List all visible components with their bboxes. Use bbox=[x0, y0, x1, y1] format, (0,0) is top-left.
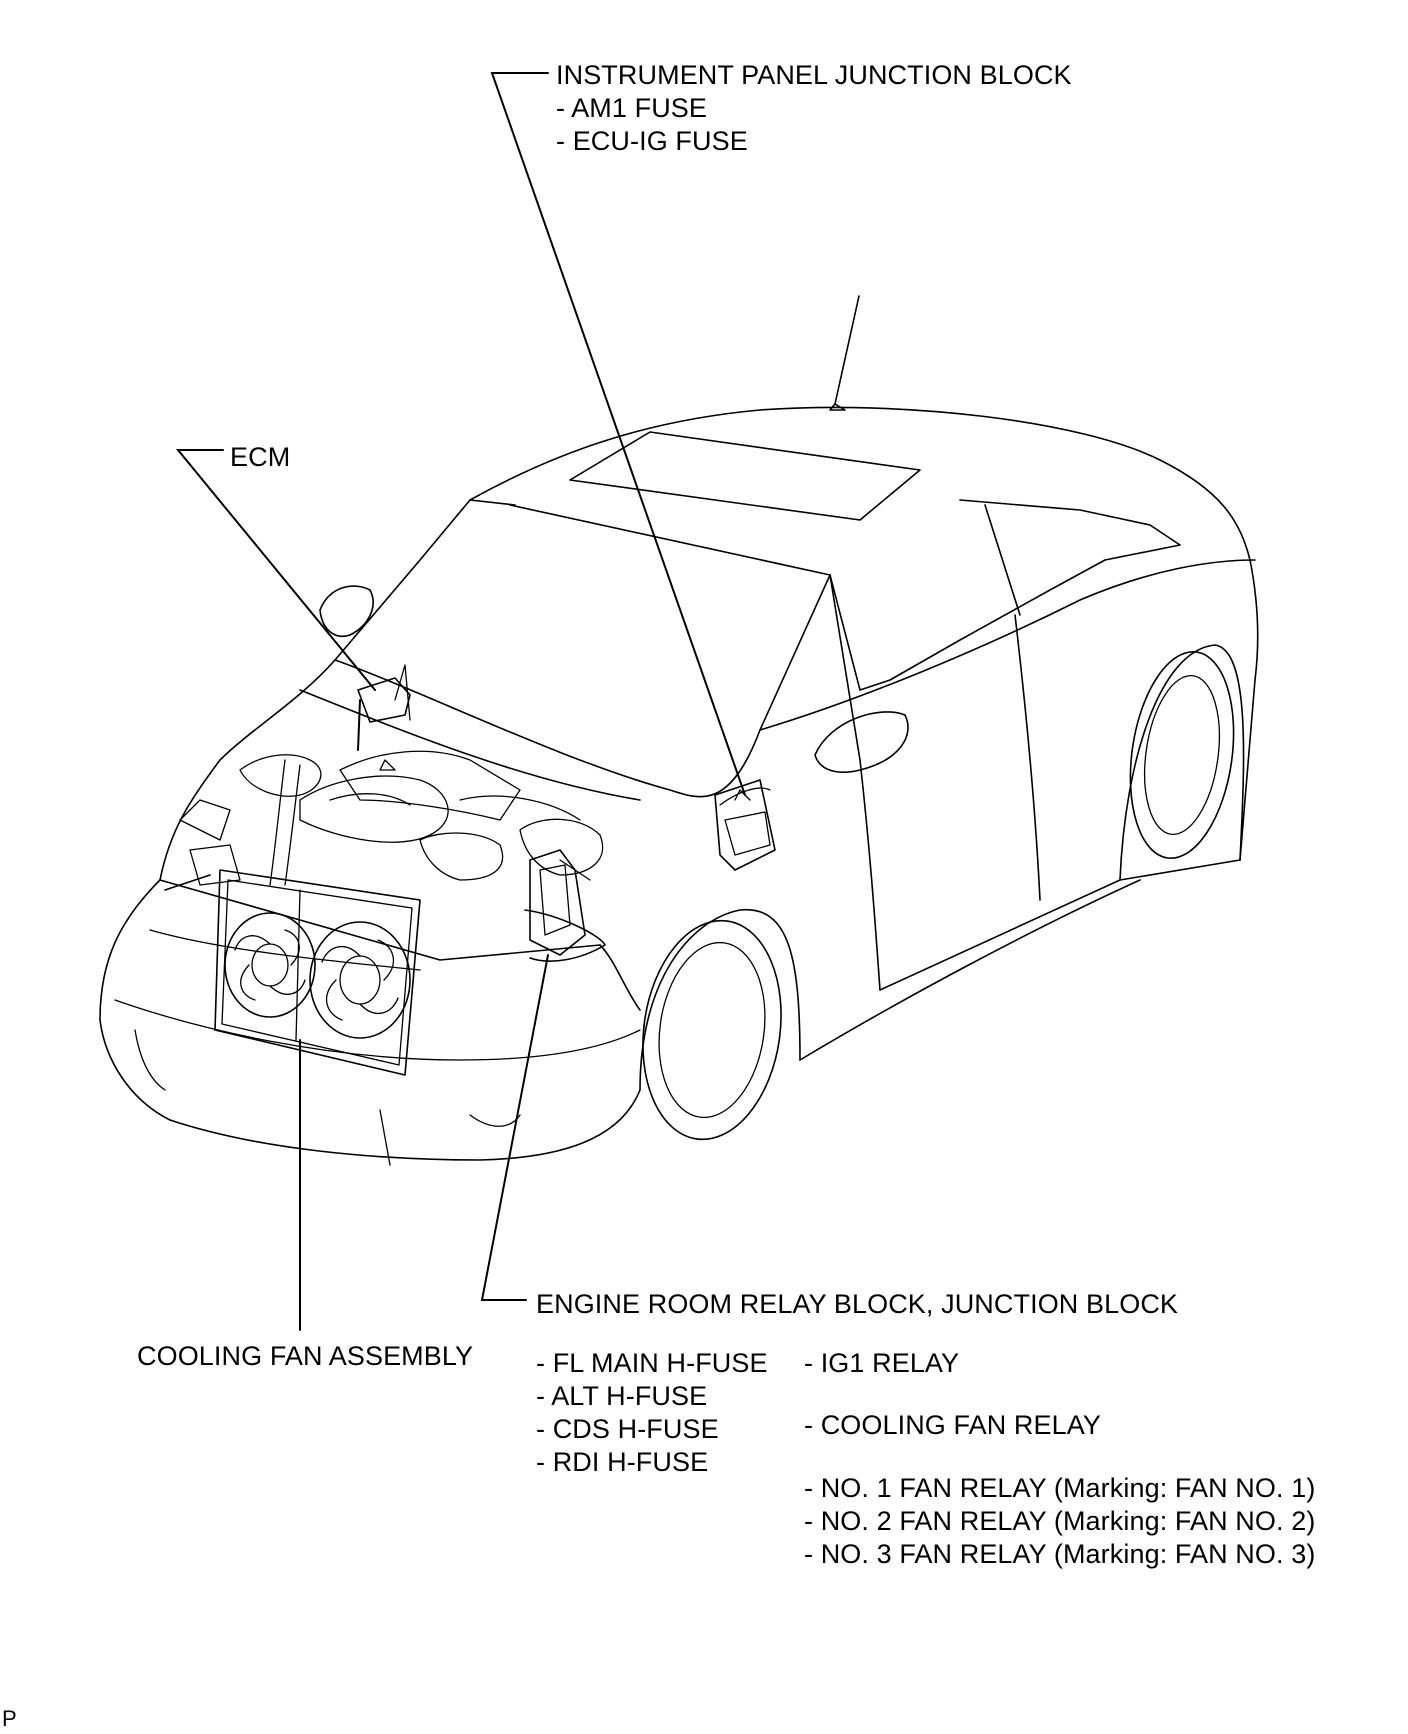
label-engine-room-relay-block: ENGINE ROOM RELAY BLOCK, JUNCTION BLOCK bbox=[536, 1289, 1179, 1319]
leader-ecm-drop bbox=[357, 699, 361, 751]
h-fuse-list: - FL MAIN H-FUSE - ALT H-FUSE - CDS H-FU… bbox=[536, 1347, 768, 1479]
ipjb-title: INSTRUMENT PANEL JUNCTION BLOCK bbox=[556, 60, 1072, 90]
rdi-h-fuse: - RDI H-FUSE bbox=[536, 1447, 709, 1477]
ipjb-ecu-ig-fuse: - ECU-IG FUSE bbox=[556, 126, 748, 156]
engine-bay bbox=[179, 664, 604, 886]
fan-relay-no2: - NO. 2 FAN RELAY (Marking: FAN NO. 2) bbox=[804, 1506, 1316, 1536]
leader-lines bbox=[175, 72, 746, 1331]
fl-main-h-fuse: - FL MAIN H-FUSE bbox=[536, 1348, 768, 1378]
engine-room-relay-block-drawing bbox=[529, 849, 591, 956]
cooling-fan-assembly-drawing bbox=[214, 869, 421, 1076]
corner-mark: P bbox=[2, 1706, 17, 1731]
leader-erjb bbox=[480, 954, 549, 1301]
instrument-panel-junction-block-drawing bbox=[714, 779, 776, 871]
ecm-drawing bbox=[357, 677, 411, 723]
fan-relay-list: - NO. 1 FAN RELAY (Marking: FAN NO. 1) -… bbox=[804, 1472, 1315, 1571]
cds-h-fuse: - CDS H-FUSE bbox=[536, 1414, 719, 1444]
cooling-fan-relay: - COOLING FAN RELAY bbox=[804, 1410, 1101, 1440]
car-body bbox=[99, 295, 1259, 1166]
label-instrument-panel-junction-block: INSTRUMENT PANEL JUNCTION BLOCK - AM1 FU… bbox=[556, 59, 1072, 158]
ipjb-am1-fuse: - AM1 FUSE bbox=[556, 93, 708, 123]
fan-relay-no1: - NO. 1 FAN RELAY (Marking: FAN NO. 1) bbox=[804, 1473, 1316, 1503]
leader-ipjb bbox=[490, 72, 746, 796]
fan-relay-no3: - NO. 3 FAN RELAY (Marking: FAN NO. 3) bbox=[804, 1539, 1316, 1569]
relay-list: - IG1 RELAY - COOLING FAN RELAY - NO. 1 … bbox=[804, 1347, 1324, 1569]
leader-ecm bbox=[175, 449, 376, 691]
label-cooling-fan-assembly: COOLING FAN ASSEMBLY bbox=[137, 1341, 474, 1371]
alt-h-fuse: - ALT H-FUSE bbox=[536, 1381, 708, 1411]
ig1-relay: - IG1 RELAY bbox=[804, 1348, 960, 1378]
label-ecm: ECM bbox=[230, 442, 291, 472]
